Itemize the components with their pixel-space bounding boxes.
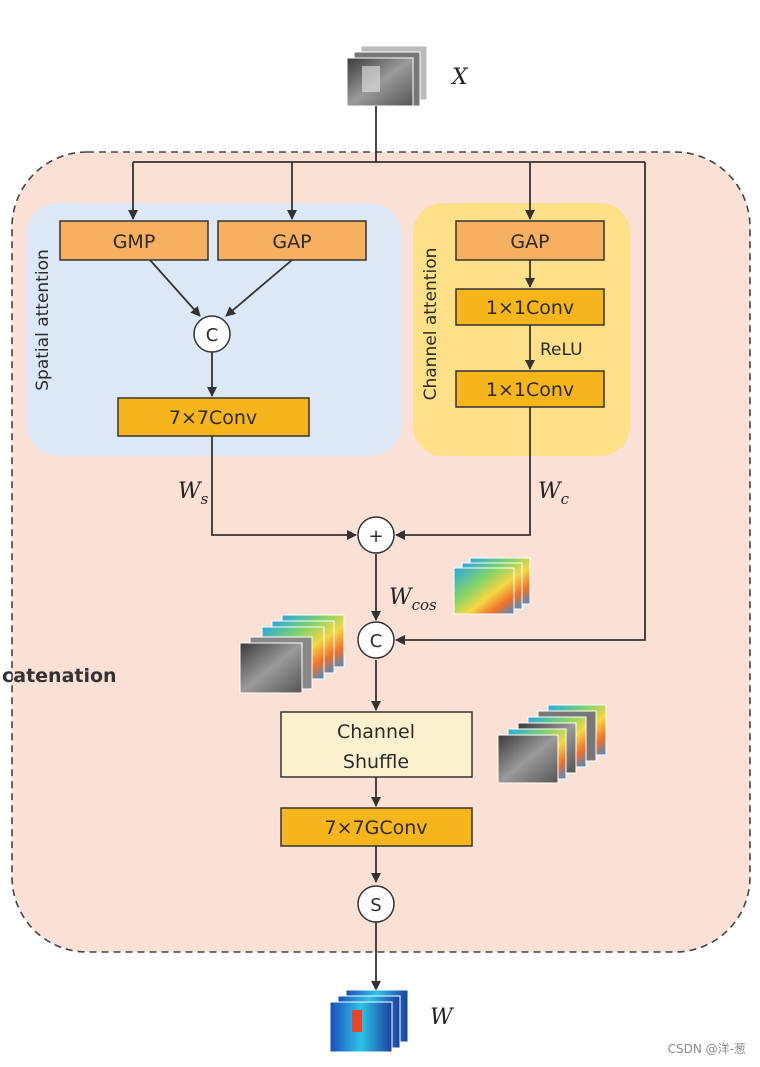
spatial-attention-title: Spatial attention [33, 249, 53, 390]
sigmoid-circle [357, 885, 395, 923]
gap-spatial-label: GAP [272, 231, 311, 253]
wcos-label: Wcos [389, 585, 437, 614]
gmp-label: GMP [113, 231, 156, 253]
conv1x1-b-label: 1×1Conv [486, 379, 574, 401]
connectors [128, 106, 646, 991]
concat-features-icon [239, 614, 345, 694]
watermark: CSDN @洋-葱 [667, 1042, 746, 1056]
shuffle-label-line2: Shuffle [343, 751, 409, 773]
output-label: W [430, 1005, 455, 1030]
input-label: X [450, 65, 469, 90]
concat-circle [357, 621, 395, 659]
gap-channel-label: GAP [510, 231, 549, 253]
shuffled-features-icon [497, 704, 607, 784]
conv1x1-a-label: 1×1Conv [486, 297, 574, 319]
concat-spatial-label: C [206, 325, 219, 346]
add-label: + [368, 526, 383, 547]
concat-spatial-circle [193, 315, 231, 353]
sigmoid-label: S [370, 895, 381, 916]
channel-attention-title: Channel attention [421, 248, 441, 401]
input-image-icon [346, 45, 428, 107]
ws-label: Ws [178, 479, 209, 508]
conv1x1-b-box [455, 370, 605, 408]
gmp-box [59, 220, 209, 261]
gconv-box [280, 807, 473, 847]
conv7x7-box [117, 397, 310, 437]
relu-label: ReLU [540, 340, 583, 360]
conv7x7-label: 7×7Conv [169, 407, 257, 429]
gconv-label: 7×7GConv [325, 817, 428, 839]
concatenation-side-label: catenation [2, 665, 117, 687]
output-heatmap-icon [329, 989, 409, 1053]
add-circle [357, 516, 395, 554]
gap-spatial-box [217, 220, 367, 261]
shuffle-label-line1: Channel [337, 721, 415, 743]
concat-label: C [370, 631, 383, 652]
wc-label: Wc [538, 479, 570, 508]
conv1x1-a-box [455, 288, 605, 326]
channel-shuffle-box [280, 711, 473, 778]
wcos-heatmap-icon [453, 557, 531, 615]
gap-channel-box [455, 220, 605, 261]
